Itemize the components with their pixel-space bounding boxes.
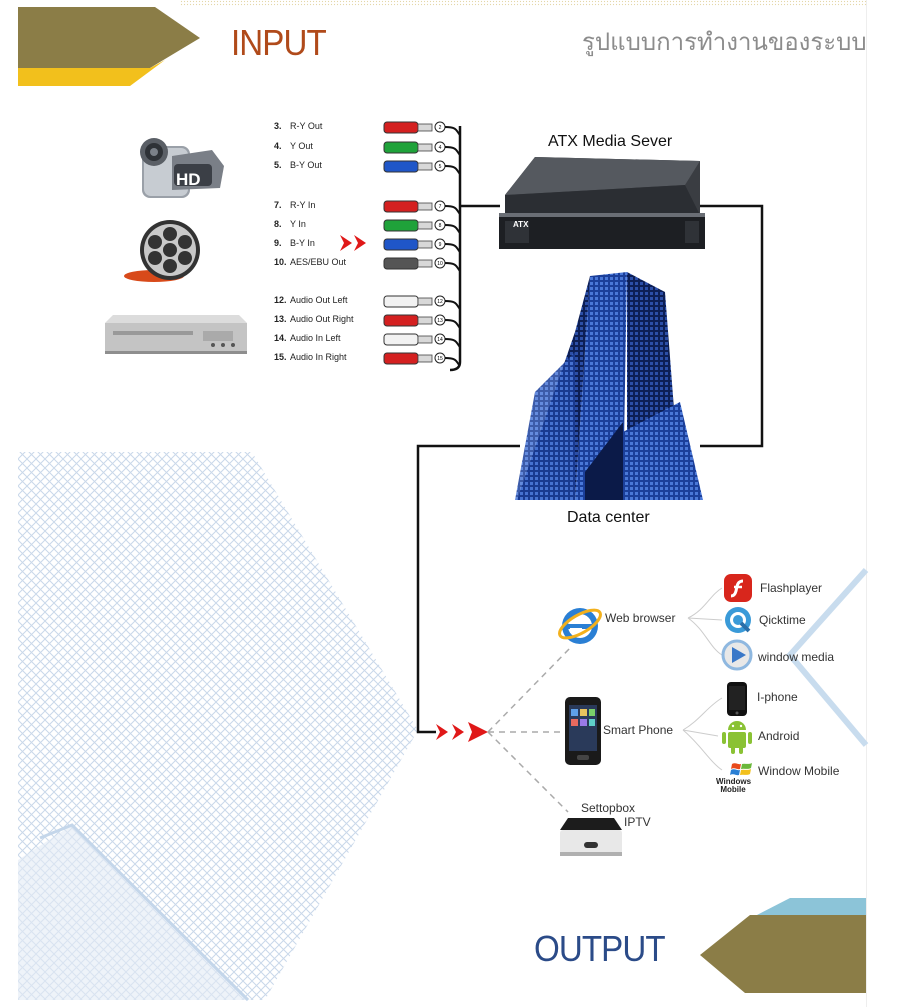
window-media-label: window media <box>758 650 834 664</box>
output-arrows-icon <box>436 722 490 742</box>
datacenter-label: Data center <box>567 509 650 527</box>
settopbox-label: Settopbox <box>581 801 635 815</box>
building-icon <box>515 272 705 504</box>
iphone-icon <box>725 682 749 716</box>
web-browser-label: Web browser <box>605 611 675 625</box>
qicktime-label: Qicktime <box>759 613 806 627</box>
window-mobile-label: Window Mobile <box>758 764 839 778</box>
iptv-label: IPTV <box>624 815 651 829</box>
quicktime-icon <box>723 605 753 635</box>
smartphone-icon <box>563 697 603 765</box>
android-label: Android <box>758 729 799 743</box>
flashplayer-label: Flashplayer <box>760 581 822 595</box>
ie-browser-icon <box>556 600 604 648</box>
android-icon <box>720 716 754 756</box>
smart-phone-label: Smart Phone <box>603 723 673 737</box>
windows-media-icon <box>720 639 754 671</box>
iphone-label: I-phone <box>757 690 798 704</box>
windows-mobile-logo-text: Windows Mobile <box>716 778 750 794</box>
settopbox-icon <box>558 816 624 858</box>
windows-mobile-logo-line2: Mobile <box>720 785 745 794</box>
flash-icon <box>723 573 753 603</box>
